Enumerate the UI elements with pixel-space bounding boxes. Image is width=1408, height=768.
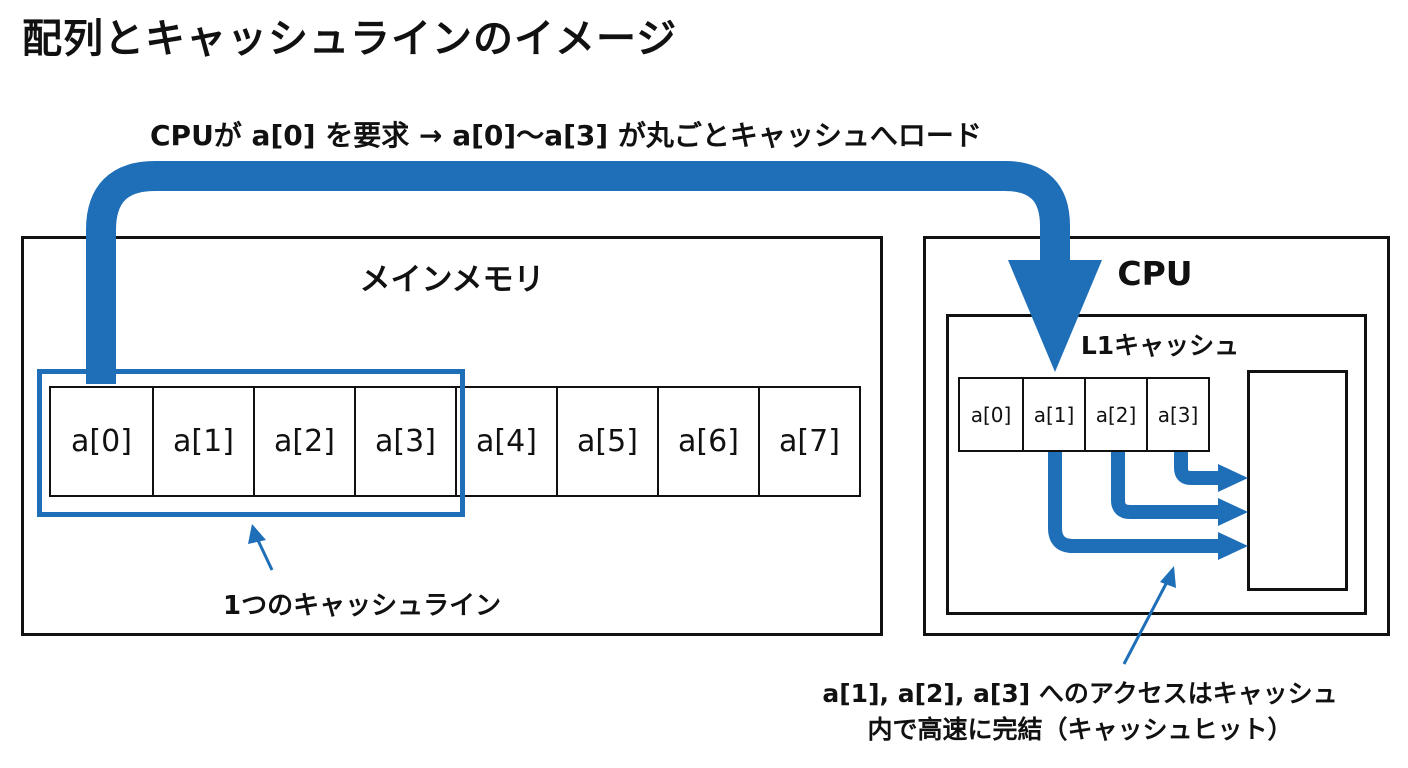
page-title: 配列とキャッシュラインのイメージ xyxy=(22,16,678,62)
cache-hit-note-line2: 内で高速に完結（キャッシュヒット） xyxy=(867,715,1293,744)
cache-line-highlight xyxy=(37,369,465,517)
memory-cell-a1: a[1] xyxy=(152,388,253,495)
cache-cell-a1: a[1] xyxy=(1022,379,1084,450)
memory-cell-a6: a[6] xyxy=(657,388,758,495)
memory-cell-a0: a[0] xyxy=(71,424,132,459)
l1-cache-array: a[0] a[1] a[2] a[3] xyxy=(958,377,1210,452)
cache-cell-a3: a[3] xyxy=(1146,379,1208,450)
cpu-label: CPU xyxy=(1117,254,1193,293)
memory-cell-a4: a[4] xyxy=(455,388,556,495)
cache-cell-a0: a[0] xyxy=(970,402,1012,427)
l1-cache-label: L1キャッシュ xyxy=(1080,331,1240,360)
memory-cell-a2: a[2] xyxy=(253,388,354,495)
cpu-execution-unit xyxy=(1247,370,1348,591)
memory-cell-a5: a[5] xyxy=(556,388,657,495)
cache-cell-a2: a[2] xyxy=(1084,379,1146,450)
cache-hit-note: a[1], a[2], a[3] へのアクセスはキャッシュ 内で高速に完結（キャ… xyxy=(760,676,1400,748)
memory-cell-a7: a[7] xyxy=(758,388,859,495)
cache-line-label: 1つのキャッシュライン xyxy=(223,591,502,621)
cache-hit-note-line1: a[1], a[2], a[3] へのアクセスはキャッシュ xyxy=(822,679,1338,708)
main-memory-label: メインメモリ xyxy=(359,262,545,298)
memory-cell-a3: a[3] xyxy=(354,388,455,495)
load-caption: CPUが a[0] を要求 → a[0]〜a[3] が丸ごとキャッシュへロード xyxy=(150,119,982,152)
memory-array: a[0] a[1] a[2] a[3] a[4] a[5] a[6] a[7] xyxy=(49,386,861,497)
